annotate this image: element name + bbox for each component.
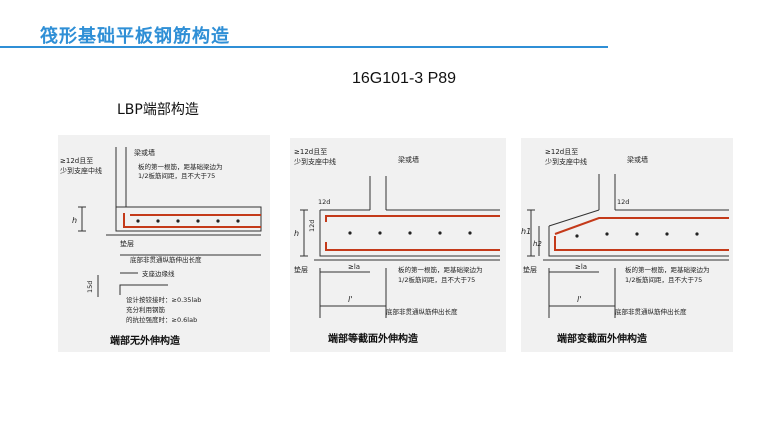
diagram-no-overhang: ≥12d且至 少到支座中线 梁或墙 板的第一根筋，距基础梁边为 1/2板筋间距，… xyxy=(60,147,262,347)
cushion-label: 垫层 xyxy=(120,239,134,248)
title-divider xyxy=(0,46,608,48)
top-note-1: ≥12d且至 xyxy=(60,157,93,165)
la-label: ≥la xyxy=(348,263,360,271)
h2-label: h2 xyxy=(533,240,542,248)
support-line-label: 支座边缘线 xyxy=(142,269,175,278)
d15-label: 15d xyxy=(86,281,94,293)
diagram-panel-no-overhang: ≥12d且至 少到支座中线 梁或墙 板的第一根筋，距基础梁边为 1/2板筋间距，… xyxy=(58,135,270,352)
first-bar-note-2: 1/2板筋间距，且不大于75 xyxy=(138,171,215,180)
diagram-variable-section: ≥12d且至 少到支座中线 梁或墙 h1 h2 12d ≥la 垫层 板的第一根… xyxy=(521,148,729,345)
d12-label: 12d xyxy=(617,198,629,206)
top-note-2: 少到支座中线 xyxy=(294,157,336,166)
diagram-panel-variable-section: ≥12d且至 少到支座中线 梁或墙 h1 h2 12d ≥la 垫层 板的第一根… xyxy=(521,138,733,352)
top-note-1: ≥12d且至 xyxy=(545,148,578,156)
l-prime-label: l' xyxy=(577,295,581,304)
first-bar-note-1: 板的第一根筋，距基础梁边为 xyxy=(138,162,223,171)
cushion-label: 垫层 xyxy=(523,265,537,274)
caption-no-overhang: 端部无外伸构造 xyxy=(110,334,181,347)
h1-label: h1 xyxy=(521,227,531,236)
diagram-panel-equal-section: ≥12d且至 少到支座中线 梁或墙 12d 12d h ≥la 垫层 板的第一根… xyxy=(290,138,506,352)
d12-side-label: 12d xyxy=(308,220,316,232)
bottom-note: 底部非贯通纵筋伸出长度 xyxy=(615,307,687,316)
first-bar-note-2: 1/2板筋间距，且不大于75 xyxy=(625,275,702,284)
d12-top-label: 12d xyxy=(318,198,330,206)
bottom-note: 底部非贯通纵筋伸出长度 xyxy=(386,307,458,316)
caption-variable-section: 端部变截面外伸构造 xyxy=(557,332,648,345)
first-bar-note-2: 1/2板筋间距，且不大于75 xyxy=(398,275,475,284)
top-note-1: ≥12d且至 xyxy=(294,148,327,156)
wall-label: 梁或墙 xyxy=(627,155,648,164)
wall-label: 梁或墙 xyxy=(134,148,155,157)
la-label: ≥la xyxy=(575,263,587,271)
cushion-label: 垫层 xyxy=(294,265,308,274)
reference-code: 16G101-3 P89 xyxy=(352,70,457,87)
wall-label: 梁或墙 xyxy=(398,155,419,164)
top-note-2: 少到支座中线 xyxy=(545,157,587,166)
top-note-2: 少到支座中线 xyxy=(60,166,102,175)
diagram-equal-section: ≥12d且至 少到支座中线 梁或墙 12d 12d h ≥la 垫层 板的第一根… xyxy=(294,148,500,345)
requirement-3: 的抗拉强度时：≥0.6lab xyxy=(126,315,197,324)
page-title: 筏形基础平板钢筋构造 xyxy=(40,26,230,47)
h-label: h xyxy=(72,216,77,225)
bottom-note: 底部非贯通纵筋伸出长度 xyxy=(130,255,202,264)
first-bar-note-1: 板的第一根筋，距基础梁边为 xyxy=(625,265,710,274)
section-title: LBP端部构造 xyxy=(117,102,199,118)
l-prime-label: l' xyxy=(348,295,352,304)
requirement-1: 设计按铰接时：≥0.35lab xyxy=(126,295,201,304)
requirement-2: 充分利用钢筋 xyxy=(126,305,166,314)
h-label: h xyxy=(294,229,299,238)
first-bar-note-1: 板的第一根筋，距基础梁边为 xyxy=(398,265,483,274)
caption-equal-section: 端部等截面外伸构造 xyxy=(328,332,419,345)
